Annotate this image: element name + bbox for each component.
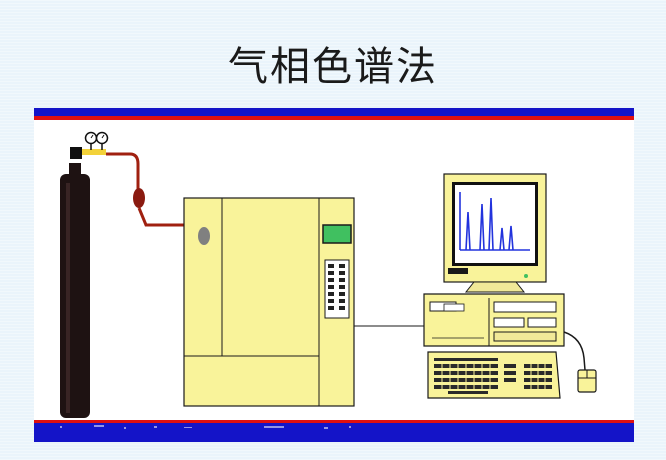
top-blue-stripe bbox=[34, 108, 634, 116]
keyboard-key-gaps bbox=[441, 364, 546, 390]
drive-label bbox=[443, 303, 465, 312]
top-red-stripe bbox=[34, 116, 634, 120]
instrument-display bbox=[322, 224, 352, 244]
mouse-icon bbox=[577, 369, 597, 393]
bottom-blue-stripe bbox=[34, 423, 634, 442]
gas-cylinder-icon bbox=[60, 163, 90, 418]
gc-system-diagram bbox=[34, 108, 634, 442]
instrument-keypad-keys bbox=[328, 264, 345, 310]
pressure-gauge-icon bbox=[70, 131, 109, 159]
gas-chromatograph-icon bbox=[183, 197, 355, 407]
carrier-gas-line bbox=[106, 152, 140, 190]
bottom-stripe-artifacts bbox=[60, 425, 351, 429]
slide-title: 气相色谱法 bbox=[228, 44, 438, 90]
computer-monitor-icon bbox=[443, 173, 547, 293]
computer-case-icon bbox=[423, 293, 565, 347]
gas-filter bbox=[133, 188, 145, 208]
bottom-red-stripe bbox=[34, 420, 634, 423]
injection-port bbox=[198, 227, 210, 245]
chromatogram-trace bbox=[459, 192, 530, 251]
mouse-cable bbox=[563, 331, 586, 371]
